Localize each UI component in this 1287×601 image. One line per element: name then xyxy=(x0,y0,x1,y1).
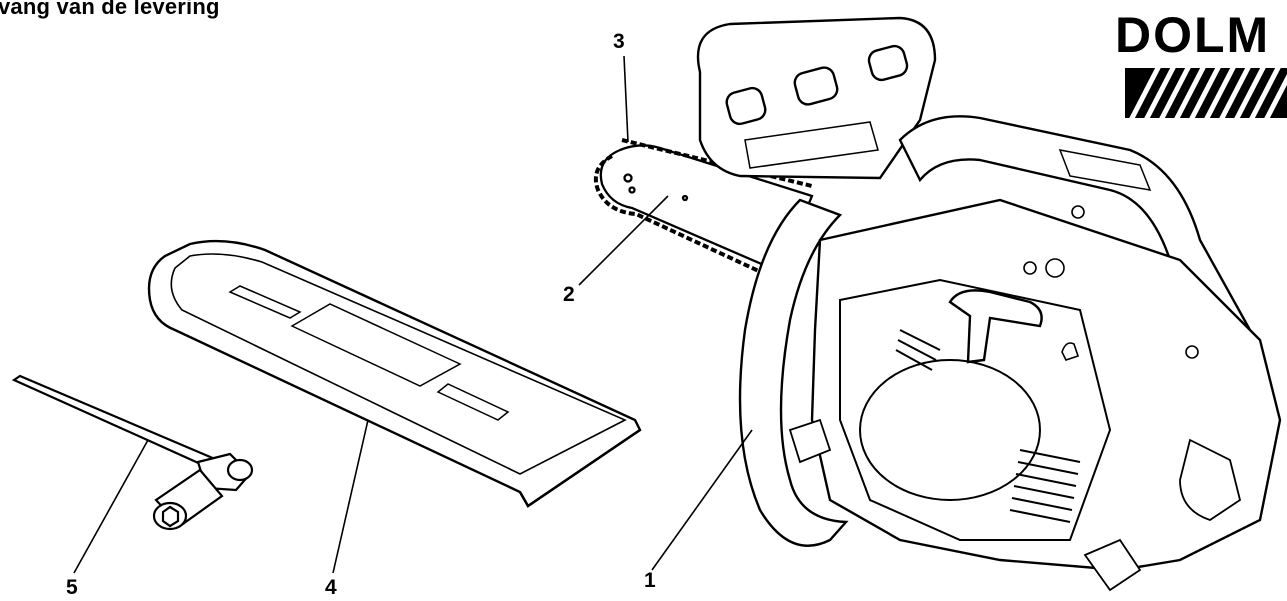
callout-4: 4 xyxy=(325,576,337,599)
logo-hatch-icon xyxy=(1125,62,1287,124)
leader-lines xyxy=(73,55,753,574)
callout-5: 5 xyxy=(66,576,78,599)
chainsaw-body-icon xyxy=(696,16,1282,592)
callout-3: 3 xyxy=(613,30,625,53)
guide-bar-icon xyxy=(593,138,814,282)
brand-logo: DOLM xyxy=(1115,7,1271,63)
callout-2: 2 xyxy=(563,283,575,306)
callout-1: 1 xyxy=(644,569,656,592)
combination-wrench-icon xyxy=(11,374,254,531)
bar-cover-icon xyxy=(147,239,642,508)
section-heading: vang van de levering xyxy=(0,0,220,19)
